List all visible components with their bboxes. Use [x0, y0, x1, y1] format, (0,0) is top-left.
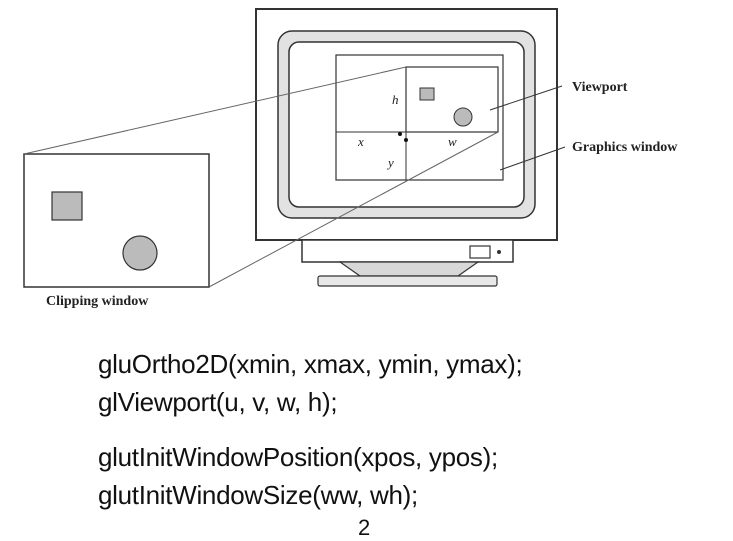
label-h: h — [392, 92, 399, 107]
monitor-stand — [338, 261, 480, 277]
viewport-circle — [453, 107, 473, 127]
monitor-foot — [317, 275, 498, 287]
viewport-origin-dot — [404, 138, 408, 142]
label-graphics-window: Graphics window — [572, 140, 678, 155]
graphics-window-pointer — [499, 146, 566, 171]
label-viewport: Viewport — [572, 80, 628, 95]
viewport — [405, 66, 499, 133]
label-w: w — [448, 134, 457, 149]
code-glutinitwindowsize: glutInitWindowSize(ww, wh); — [98, 480, 418, 510]
code-glutinitwindowposition: glutInitWindowPosition(xpos, ypos); — [98, 442, 498, 472]
label-y: y — [386, 155, 394, 170]
viewport-pointer — [489, 85, 563, 111]
monitor-button — [469, 245, 491, 259]
graphics-window — [335, 54, 504, 181]
code-glviewport: glViewport(u, v, w, h); — [98, 387, 338, 417]
code-gluortho2d: gluOrtho2D(xmin, xmax, ymin, ymax); — [98, 349, 523, 379]
clipping-square — [51, 191, 83, 221]
origin-dot — [398, 132, 402, 136]
label-clipping-window: Clipping window — [46, 294, 149, 309]
page-number: 2 — [358, 515, 371, 540]
projection-line-top — [23, 66, 407, 155]
monitor-indicator — [497, 250, 501, 254]
viewport-square — [419, 87, 435, 101]
clipping-circle — [122, 235, 158, 271]
label-x: x — [357, 134, 364, 149]
projection-line-bottom — [208, 131, 499, 288]
viewing-pipeline-diagram: h x w y Clipping window Viewport Graphic… — [23, 8, 678, 309]
